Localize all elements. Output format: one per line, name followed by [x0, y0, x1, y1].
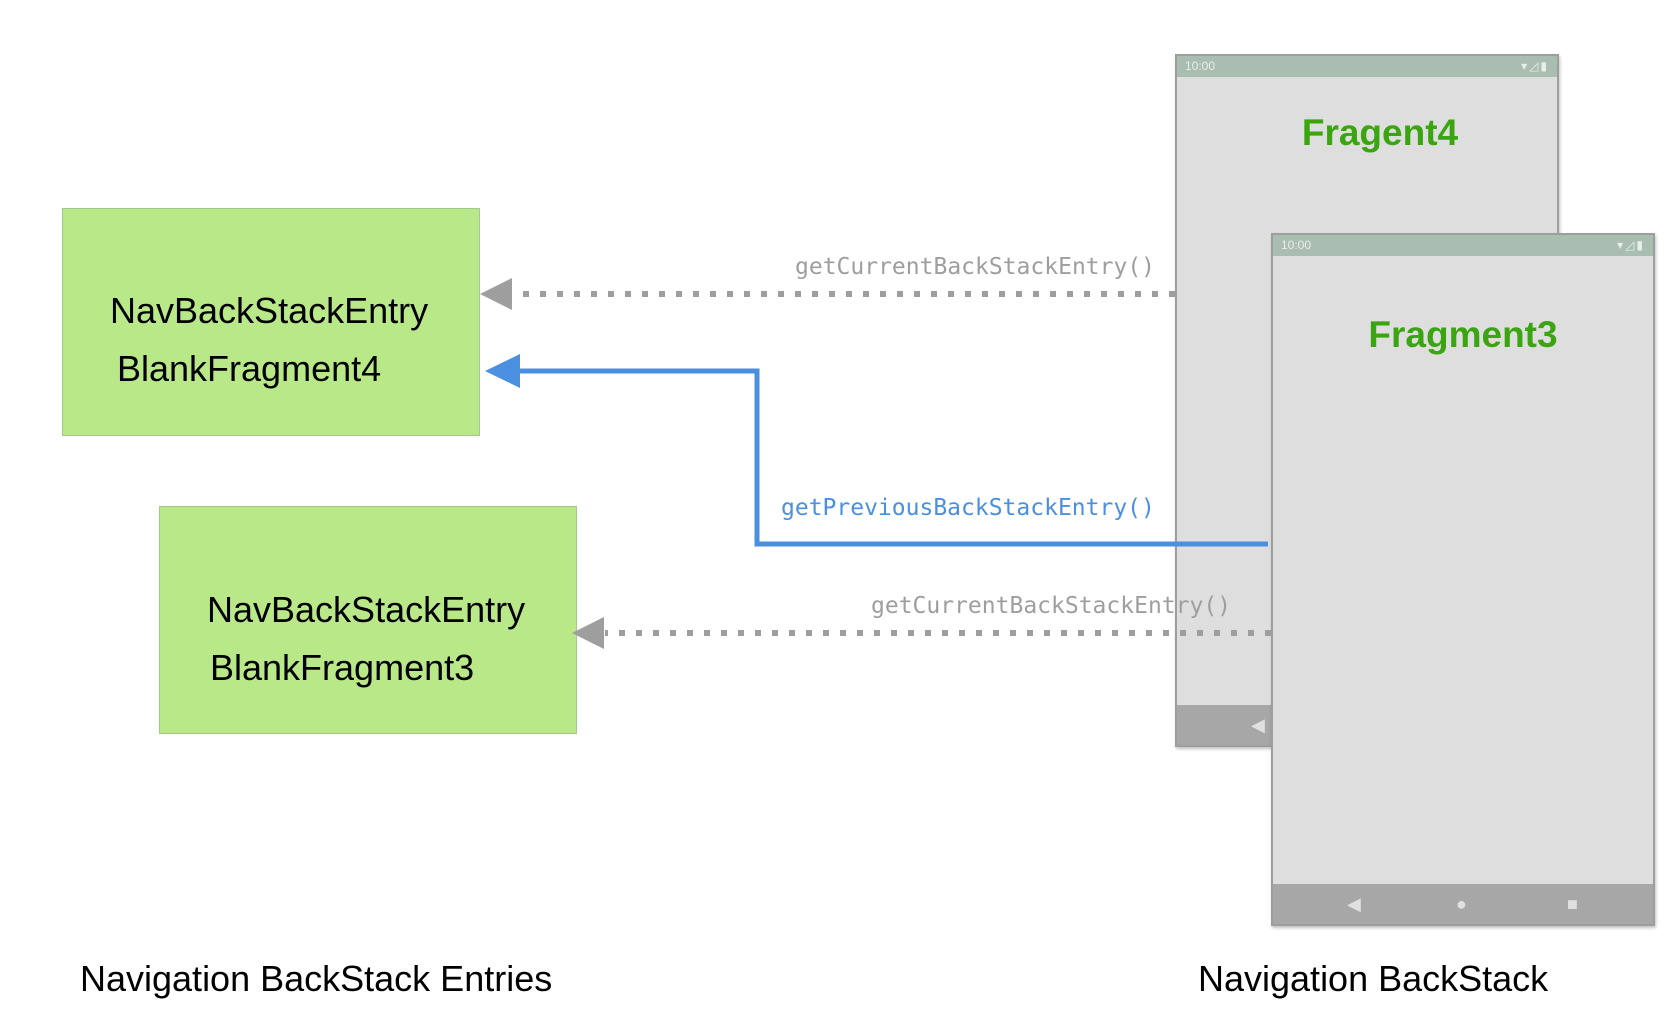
signal-icon: ◿	[1625, 238, 1637, 252]
status-time: 10:00	[1281, 238, 1312, 252]
current-arrow-top-head	[480, 278, 512, 310]
battery-icon: ▮	[1636, 238, 1645, 252]
previous-arrow-head	[485, 354, 520, 388]
status-icons: ▾◿▮	[1617, 235, 1645, 256]
status-bar: 10:00 ▾◿▮	[1273, 235, 1653, 256]
caption-backstack: Navigation BackStack	[1198, 958, 1549, 999]
entry-class-label: NavBackStackEntry	[110, 290, 429, 331]
status-time: 10:00	[1185, 59, 1216, 73]
home-icon[interactable]: ●	[1456, 894, 1467, 914]
back-icon[interactable]: ◀	[1251, 715, 1265, 735]
status-bar: 10:00 ▾◿▮	[1177, 56, 1557, 77]
current-entry-label-top: getCurrentBackStackEntry()	[795, 254, 1156, 280]
phone-fragment3: 10:00 ▾◿▮ Fragment3 ◀ ● ■	[1271, 233, 1655, 926]
phone-title: Fragment3	[1368, 314, 1558, 355]
previous-arrow-line	[518, 368, 1268, 547]
entry-box-fragment3	[159, 506, 577, 734]
entry-class-label: NavBackStackEntry	[207, 589, 526, 630]
signal-icon: ◿	[1529, 59, 1541, 73]
caption-entries: Navigation BackStack Entries	[80, 958, 553, 999]
battery-icon: ▮	[1540, 59, 1549, 73]
current-entry-label-bottom: getCurrentBackStackEntry()	[871, 593, 1232, 619]
status-icons: ▾◿▮	[1521, 56, 1549, 77]
entry-box-fragment4	[62, 208, 480, 436]
nav-bar: ◀ ● ■	[1273, 884, 1653, 924]
previous-entry-label: getPreviousBackStackEntry()	[781, 495, 1155, 521]
entry-fragment-label: BlankFragment3	[210, 647, 475, 688]
wifi-icon: ▾	[1521, 59, 1530, 73]
wifi-icon: ▾	[1617, 238, 1626, 252]
phone-title: Fragent4	[1301, 112, 1459, 153]
recents-icon[interactable]: ■	[1567, 894, 1578, 914]
entry-fragment-label: BlankFragment4	[117, 348, 382, 389]
back-icon[interactable]: ◀	[1347, 894, 1361, 914]
current-arrow-bottom-head	[572, 617, 604, 649]
